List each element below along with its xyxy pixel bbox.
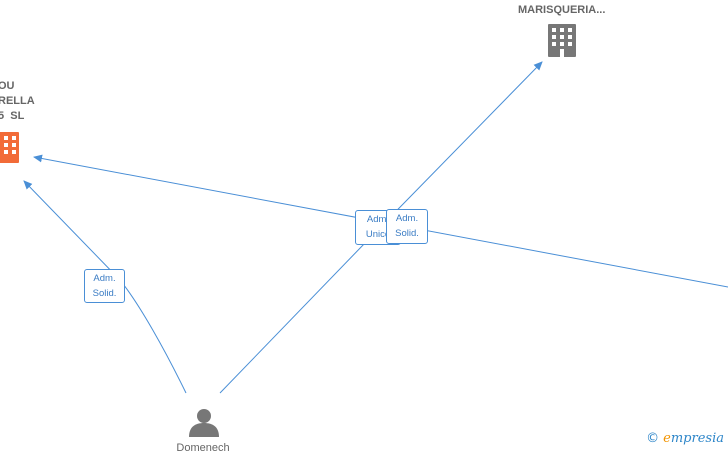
brand-name: mpresia bbox=[670, 431, 724, 446]
company-left-label[interactable]: OU RELLA 5 SL bbox=[0, 80, 35, 122]
building-icon-highlighted[interactable] bbox=[0, 132, 19, 163]
copyright-icon: © bbox=[646, 431, 660, 446]
person-label[interactable]: Domenech bbox=[176, 442, 230, 454]
relation-badge-center-front[interactable]: Adm. Solid. bbox=[386, 209, 428, 244]
empresia-watermark: ©empresia bbox=[646, 431, 724, 446]
building-icon[interactable] bbox=[548, 24, 576, 57]
person-icon[interactable] bbox=[189, 409, 219, 437]
brand-e: e bbox=[663, 431, 671, 446]
relation-badge-left[interactable]: Adm. Solid. bbox=[84, 269, 125, 303]
company-top-label[interactable]: MARISQUERIA... bbox=[518, 4, 606, 16]
